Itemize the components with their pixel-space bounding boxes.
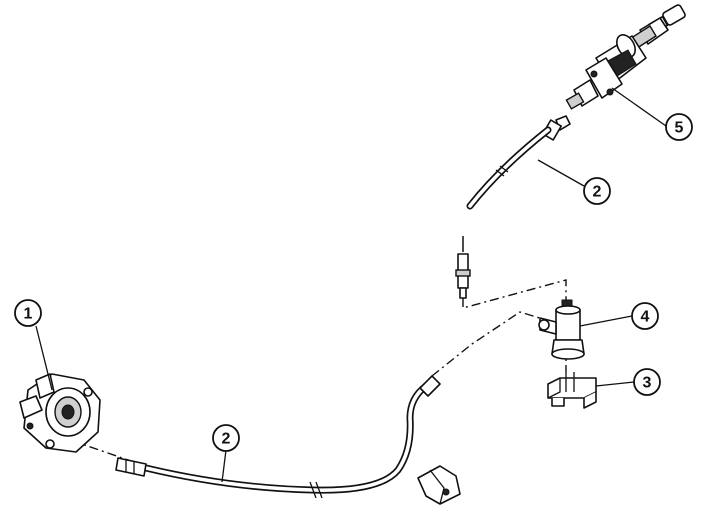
clutch-hose-upper: [466, 115, 571, 210]
callout-2-upper-label: 2: [593, 184, 602, 201]
callout-1-label: 1: [24, 306, 33, 323]
clutch-master-cylinder: [565, 4, 686, 110]
callout-3: 3: [633, 368, 661, 396]
callout-5-label: 5: [675, 120, 684, 137]
leader-lines: [35, 87, 667, 483]
callout-4-label: 4: [641, 309, 650, 326]
assembly-lines: [69, 279, 567, 463]
callout-2-lower-label: 2: [222, 431, 231, 448]
callout-1: 1: [14, 299, 42, 327]
callout-5: 5: [665, 113, 693, 141]
clutch-pipe-vertical: [455, 236, 471, 299]
callout-2-lower: 2: [212, 424, 240, 452]
callout-2-upper: 2: [583, 177, 611, 205]
clutch-hose-lower: [115, 375, 461, 505]
bleeder-connector: [538, 299, 585, 360]
retaining-clip: [547, 372, 597, 409]
callout-4: 4: [631, 302, 659, 330]
callout-3-label: 3: [643, 375, 652, 392]
clutch-release-cylinder: [19, 373, 101, 453]
